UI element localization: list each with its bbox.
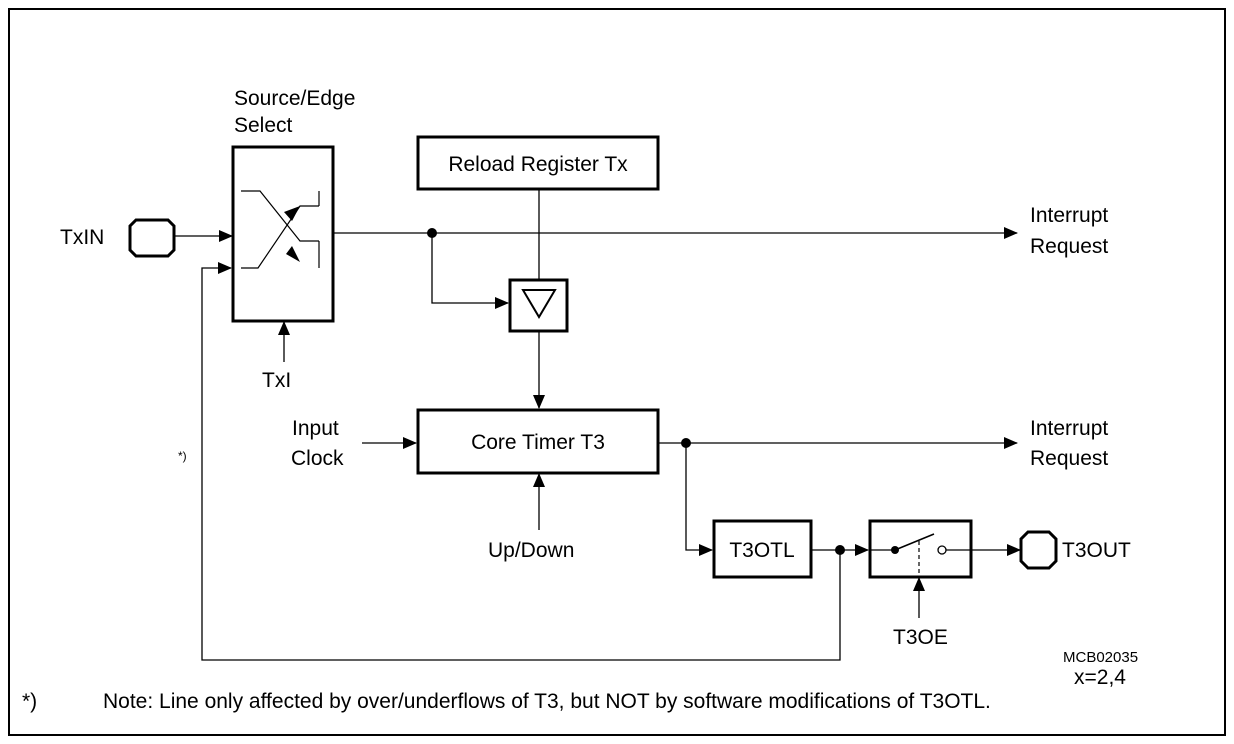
figure-id: MCB02035 <box>1063 649 1138 666</box>
core-timer-label: Core Timer T3 <box>471 431 605 454</box>
interrupt-request-1-label-2: Request <box>1030 235 1108 258</box>
source-edge-select-block <box>231 145 335 323</box>
up-down-label: Up/Down <box>488 539 574 562</box>
input-clock-label-2: Clock <box>291 447 344 470</box>
t3otl-label: T3OTL <box>729 539 794 562</box>
feedback-footnote-marker: *) <box>178 449 187 463</box>
input-clock-label-1: Input <box>292 417 339 440</box>
interrupt-request-2-label-1: Interrupt <box>1030 417 1108 440</box>
t3otl-box <box>712 519 813 579</box>
note-marker: *) <box>22 690 37 713</box>
txin-pin-icon <box>128 218 176 258</box>
txin-label: TxIN <box>60 226 104 249</box>
t3out-label: T3OUT <box>1062 539 1131 562</box>
down-triangle-icon <box>521 289 557 319</box>
x-values: x=2,4 <box>1074 666 1126 689</box>
source-edge-select-label-2: Select <box>234 114 293 137</box>
reload-register-box <box>416 135 660 191</box>
switch-icon <box>868 519 973 579</box>
source-edge-select-label-1: Source/Edge <box>234 87 355 110</box>
t3out-pin-icon <box>1019 530 1058 570</box>
reload-gate-box <box>508 278 569 333</box>
interrupt-request-2-label-2: Request <box>1030 447 1108 470</box>
feedback-line <box>201 262 841 661</box>
timer-to-t3otl-line <box>685 443 713 556</box>
core-timer-box <box>416 408 660 475</box>
gate-trigger-line <box>431 233 509 309</box>
t3oe-label: T3OE <box>893 626 948 649</box>
diagram-frame <box>8 8 1226 736</box>
reload-register-label: Reload Register Tx <box>448 153 628 176</box>
txi-label: TxI <box>262 369 291 392</box>
note-text: Note: Line only affected by over/underfl… <box>103 690 991 713</box>
interrupt-request-1-label-1: Interrupt <box>1030 204 1108 227</box>
